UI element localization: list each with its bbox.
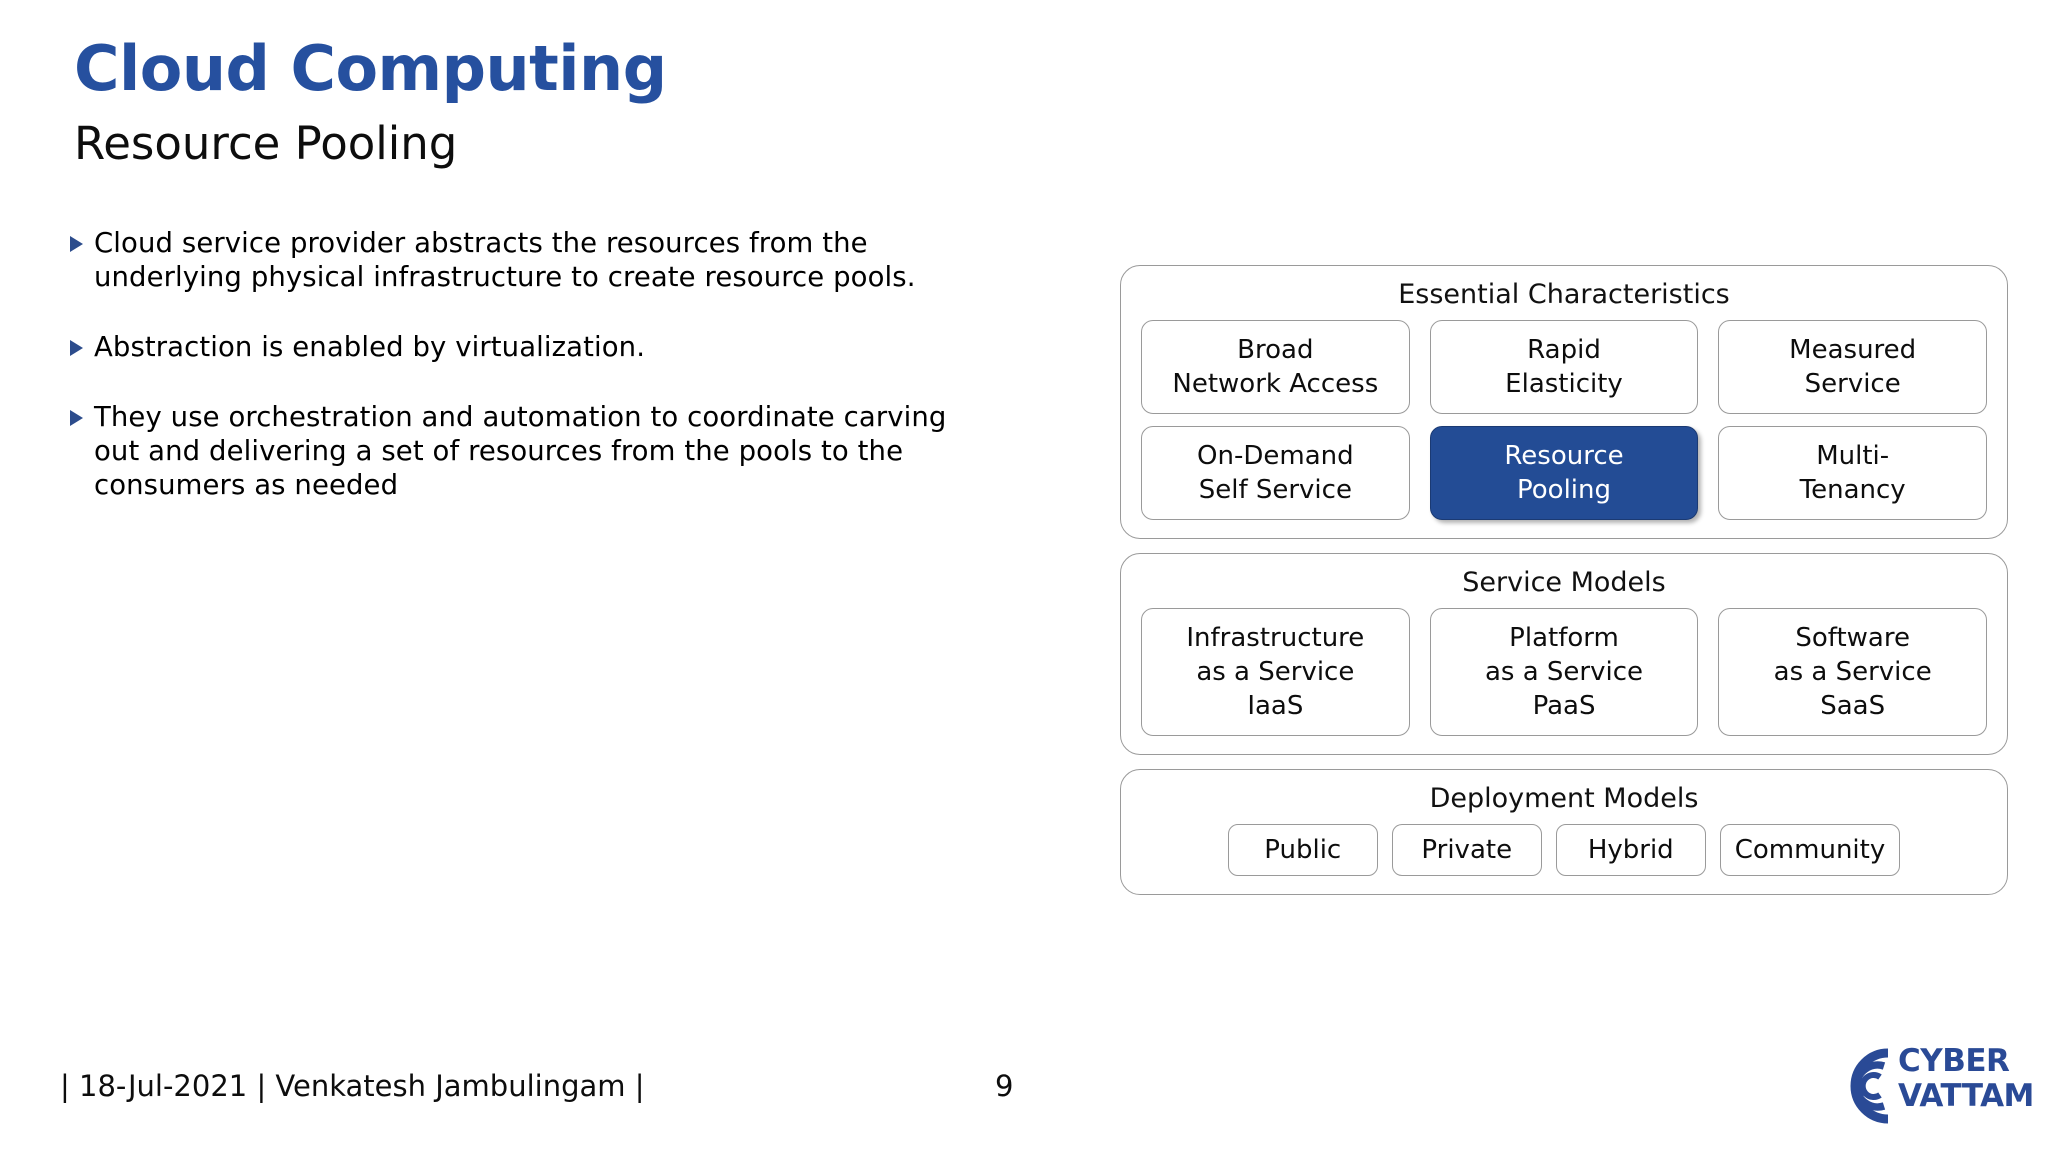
page-title: Cloud Computing (74, 32, 667, 105)
diagram-cell-line: Elasticity (1505, 369, 1623, 399)
footer-attribution: | 18-Jul-2021 | Venkatesh Jambulingam | (60, 1069, 645, 1103)
cyber-vattam-logo: CYBER VATTAM (1822, 1038, 2042, 1134)
diagram-cell[interactable]: Hybrid (1555, 824, 1706, 876)
logo-line-1: CYBER (1898, 1043, 2010, 1079)
diagram-cell-line: Broad (1237, 335, 1314, 365)
diagram-cell-line: Public (1264, 835, 1342, 865)
diagram-cell-line: Platform (1509, 623, 1619, 653)
diagram-cell-line: Infrastructure (1186, 623, 1365, 653)
diagram-cell-line: Self Service (1198, 475, 1352, 505)
diagram-cell-line: Service (1804, 369, 1901, 399)
diagram-cell-line: Network Access (1172, 369, 1379, 399)
panel-title: Deployment Models (1429, 783, 1699, 814)
diagram-cell-line: Rapid (1527, 335, 1601, 365)
diagram-cell-line: IaaS (1247, 691, 1304, 721)
diagram-cell-line: as a Service (1484, 657, 1644, 687)
panel-title: Essential Characteristics (1398, 279, 1730, 310)
bullet-item: They use orchestration and automation to… (70, 400, 970, 502)
diagram-cell[interactable]: Public (1227, 824, 1378, 876)
triangle-bullet-icon (70, 340, 83, 356)
logo-line-2: VATTAM (1898, 1078, 2034, 1114)
triangle-bullet-icon (70, 236, 83, 252)
page-number: 9 (995, 1069, 1014, 1103)
diagram-cell-line: Tenancy (1799, 475, 1906, 505)
bullet-text: Cloud service provider abstracts the res… (94, 227, 916, 293)
diagram-cell-line: Software (1795, 623, 1910, 653)
diagram-cell-line: Measured (1789, 335, 1917, 365)
diagram-cell-line: On-Demand (1197, 441, 1354, 471)
diagram-cell-line: Multi- (1816, 441, 1890, 471)
bullet-text: They use orchestration and automation to… (94, 401, 947, 501)
diagram-cell-line: Hybrid (1587, 835, 1674, 865)
diagram-cell[interactable]: Community (1719, 824, 1901, 876)
bullet-item: Abstraction is enabled by virtualization… (70, 330, 970, 364)
triangle-bullet-icon (70, 410, 83, 426)
diagram-cell-line: as a Service (1773, 657, 1932, 687)
diagram-cell-line: PaaS (1532, 691, 1596, 721)
diagram-cell[interactable]: Multi- Tenancy (1718, 426, 1988, 520)
diagram-cell[interactable]: Private (1391, 824, 1542, 876)
panel-title: Service Models (1462, 567, 1666, 598)
diagram-cell-line: Community (1734, 835, 1886, 865)
diagram-row: Public Private Hybrid Community (1141, 824, 1987, 876)
concentric-arcs-keyhole-icon (1822, 1040, 1898, 1136)
bullet-item: Cloud service provider abstracts the res… (70, 226, 970, 294)
diagram-cell-line: Private (1421, 835, 1513, 865)
page-subtitle: Resource Pooling (74, 117, 458, 170)
diagram-cell-line: Pooling (1517, 475, 1611, 505)
bullet-list: Cloud service provider abstracts the res… (70, 226, 970, 502)
diagram-cell-line: SaaS (1820, 691, 1886, 721)
logo-wordmark: CYBER VATTAM (1898, 1044, 2034, 1114)
diagram-cell-line: Resource (1504, 441, 1624, 471)
bullet-text: Abstraction is enabled by virtualization… (94, 331, 646, 363)
diagram-cell-line: as a Service (1196, 657, 1355, 687)
